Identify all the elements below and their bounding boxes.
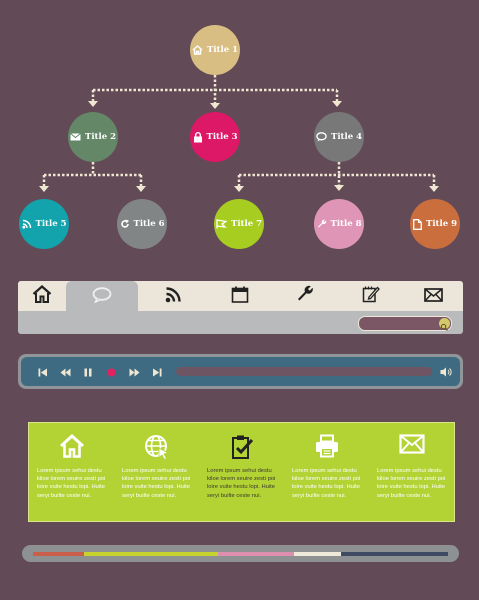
tree-node-5-label: Title 5 bbox=[35, 219, 67, 229]
skip-back-button[interactable] bbox=[36, 364, 50, 378]
tab-calendar[interactable] bbox=[207, 281, 272, 311]
tree-node-8-label: Title 8 bbox=[330, 219, 362, 229]
tree-node-9[interactable]: Title 9 bbox=[410, 199, 460, 249]
feature-column-1: Lorem ipsum sehui destu kiloe lorem xeui… bbox=[29, 423, 114, 521]
home-icon bbox=[32, 285, 52, 307]
color-segment-3 bbox=[218, 552, 294, 556]
rss-icon bbox=[165, 286, 182, 307]
tree-node-3-label: Title 3 bbox=[206, 132, 238, 142]
tab-messages[interactable] bbox=[66, 281, 138, 312]
rss-icon bbox=[21, 219, 32, 229]
globe-cursor-icon bbox=[144, 434, 170, 464]
refresh-icon bbox=[120, 219, 130, 229]
tree-node-1[interactable]: Title 1 bbox=[190, 25, 240, 75]
tree-node-4[interactable]: Title 4 bbox=[314, 112, 364, 162]
feature-text-4: Lorem ipsum sehui destu kiloe lorem xeui… bbox=[292, 468, 361, 499]
tab-settings[interactable] bbox=[272, 281, 338, 311]
tree-node-2[interactable]: Title 2 bbox=[68, 112, 118, 162]
color-segment-5 bbox=[341, 552, 448, 556]
tree-connectors bbox=[39, 75, 439, 192]
calendar-icon bbox=[231, 286, 249, 307]
record-icon bbox=[107, 362, 116, 381]
search-button[interactable] bbox=[439, 318, 450, 331]
fast-forward-button[interactable] bbox=[127, 364, 141, 378]
tree-node-1-label: Title 1 bbox=[207, 45, 238, 55]
tab-edit[interactable] bbox=[338, 281, 404, 311]
tree-node-7-label: Title 7 bbox=[231, 219, 262, 229]
feature-column-5: Lorem ipsum sehui destu kiloe lorem xeui… bbox=[369, 423, 454, 521]
home-icon bbox=[59, 433, 85, 462]
feature-panel: Lorem ipsum sehui destu kiloe lorem xeui… bbox=[28, 422, 455, 522]
color-progress-bar bbox=[22, 545, 459, 562]
tree-node-4-label: Title 4 bbox=[331, 132, 362, 142]
tab-bar bbox=[18, 281, 463, 334]
feature-column-3: Lorem ipsum sehui destu kiloe lorem xeui… bbox=[199, 423, 284, 521]
tree-node-9-label: Title 9 bbox=[426, 219, 457, 229]
fast-forward-icon bbox=[129, 362, 140, 381]
speech-bubble-icon bbox=[316, 132, 327, 142]
envelope-icon bbox=[70, 133, 81, 141]
search-icon bbox=[439, 318, 450, 337]
feature-column-4: Lorem ipsum sehui destu kiloe lorem xeui… bbox=[284, 423, 369, 521]
feature-text-3: Lorem ipsum sehui destu kiloe lorem xeui… bbox=[207, 468, 276, 499]
search-input[interactable] bbox=[358, 316, 452, 331]
tree-node-3[interactable]: Title 3 bbox=[190, 112, 240, 162]
tab-home[interactable] bbox=[18, 281, 65, 311]
flag-icon bbox=[216, 219, 227, 229]
tree-node-2-label: Title 2 bbox=[85, 132, 116, 142]
speech-bubble-icon bbox=[92, 286, 112, 307]
record-button[interactable] bbox=[104, 364, 118, 378]
tab-mail[interactable] bbox=[404, 281, 463, 311]
tab-rss[interactable] bbox=[140, 281, 207, 311]
pause-button[interactable] bbox=[81, 364, 95, 378]
rewind-button[interactable] bbox=[58, 364, 72, 378]
feature-text-5: Lorem ipsum sehui destu kiloe lorem xeui… bbox=[377, 468, 446, 499]
volume-icon bbox=[440, 362, 452, 381]
pause-icon bbox=[84, 362, 92, 381]
tab-strip bbox=[18, 281, 463, 312]
edit-icon bbox=[362, 285, 380, 307]
rewind-icon bbox=[60, 362, 71, 381]
home-icon bbox=[192, 45, 203, 55]
clipboard-check-icon bbox=[230, 434, 254, 464]
skip-back-icon bbox=[38, 362, 48, 381]
color-segment-2 bbox=[84, 552, 218, 556]
media-player bbox=[18, 354, 463, 389]
printer-icon bbox=[314, 434, 340, 462]
tree-node-5[interactable]: Title 5 bbox=[19, 199, 69, 249]
skip-forward-icon bbox=[152, 362, 162, 381]
wrench-icon bbox=[317, 219, 327, 229]
lock-icon bbox=[193, 131, 203, 143]
volume-button[interactable] bbox=[439, 364, 453, 378]
color-segment-4 bbox=[294, 552, 341, 556]
feature-text-1: Lorem ipsum sehui destu kiloe lorem xeui… bbox=[37, 468, 106, 499]
tree-node-6[interactable]: Title 6 bbox=[117, 199, 167, 249]
wrench-icon bbox=[296, 285, 314, 307]
color-segment-1 bbox=[33, 552, 84, 556]
tree-node-8[interactable]: Title 8 bbox=[314, 199, 364, 249]
tree-node-7[interactable]: Title 7 bbox=[214, 199, 264, 249]
feature-column-2: Lorem ipsum sehui destu kiloe lorem xeui… bbox=[114, 423, 199, 521]
skip-forward-button[interactable] bbox=[150, 364, 164, 378]
envelope-icon bbox=[424, 287, 443, 306]
feature-text-2: Lorem ipsum sehui destu kiloe lorem xeui… bbox=[122, 468, 191, 499]
media-player-body bbox=[21, 357, 460, 386]
document-icon bbox=[413, 218, 422, 230]
progress-track[interactable] bbox=[176, 367, 432, 376]
tree-node-6-label: Title 6 bbox=[133, 219, 165, 229]
envelope-icon bbox=[398, 434, 425, 458]
